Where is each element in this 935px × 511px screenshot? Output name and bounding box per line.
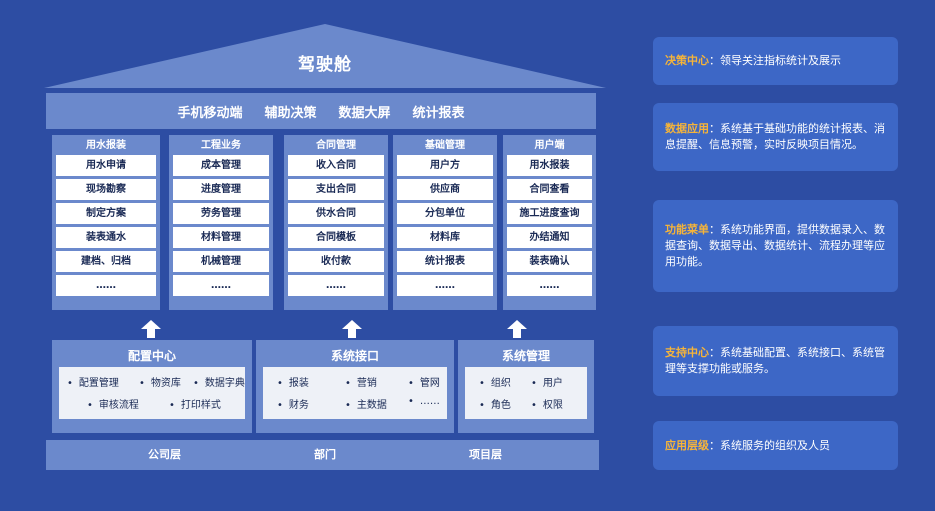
module-item[interactable]: 装表通水 [56,227,156,248]
panel-text: ：系统功能界面，提供数据录入、数据查询、数据导出、数据统计、流程办理等应用功能。 [665,223,885,268]
module-engineering: 工程业务 成本管理 进度管理 劳务管理 材料管理 机械管理 …… [169,135,273,310]
module-item[interactable]: 现场勘察 [56,179,156,200]
block-item[interactable]: 数据字典 [193,374,245,389]
block-item[interactable]: 审核流程 [87,396,139,411]
topbar-item-reports[interactable]: 统计报表 [412,105,465,121]
panel-data-application: 数据应用：系统基于基础功能的统计报表、消息提醒、信息预警，实时反映项目情况。 [653,103,898,171]
panel-text: ：系统基于基础功能的统计报表、消息提醒、信息预警，实时反映项目情况。 [665,122,885,151]
panel-application-level: 应用层级：系统服务的组织及人员 [653,421,898,470]
module-item-more[interactable]: …… [56,275,156,296]
block-title: 配置中心 [127,349,176,363]
panel-decision-center: 决策中心：领导关注指标统计及展示 [653,37,898,85]
block-item[interactable]: …… [408,396,440,407]
topbar-item-bigscreen[interactable]: 数据大屏 [338,105,391,121]
module-item[interactable]: 用水报装 [507,155,592,176]
module-item-more[interactable]: …… [288,275,384,296]
block-item[interactable]: 打印样式 [169,396,221,411]
module-item[interactable]: 收付款 [288,251,384,272]
module-item[interactable]: 成本管理 [173,155,269,176]
block-title: 系统管理 [501,349,550,363]
module-item[interactable]: 合同查看 [507,179,592,200]
module-item[interactable]: 供应商 [397,179,493,200]
module-water-install: 用水报装 用水申请 现场勘察 制定方案 装表通水 建档、归档 …… [52,135,160,310]
module-item[interactable]: 供水合同 [288,203,384,224]
panel-key: 决策中心 [665,54,709,67]
block-item[interactable]: 报装 [277,374,309,389]
base-level-bar: 公司层 部门 项目层 [46,440,599,470]
module-item[interactable]: 统计报表 [397,251,493,272]
module-item-more[interactable]: …… [397,275,493,296]
level-company[interactable]: 公司层 [148,448,181,461]
module-contract: 合同管理 收入合同 支出合同 供水合同 合同模板 收付款 …… [284,135,388,310]
block-item[interactable]: 权限 [531,396,563,411]
panel-text: ：系统基础配置、系统接口、系统管理等支撑功能或服务。 [665,346,885,375]
module-item-more[interactable]: …… [173,275,269,296]
module-item[interactable]: 装表确认 [507,251,592,272]
block-item[interactable]: 物资库 [139,374,181,389]
block-item[interactable]: 用户 [531,374,563,389]
panel-key: 数据应用 [665,122,709,135]
module-item[interactable]: 收入合同 [288,155,384,176]
roof-shape [44,24,606,88]
top-bar: 手机移动端 辅助决策 数据大屏 统计报表 [46,93,596,129]
module-title: 合同管理 [316,140,356,151]
module-item[interactable]: 机械管理 [173,251,269,272]
topbar-item-mobile[interactable]: 手机移动端 [177,105,243,121]
panel-key: 支持中心 [665,346,709,359]
module-title: 用户端 [534,140,565,151]
module-item[interactable]: 用水申请 [56,155,156,176]
block-item[interactable]: 角色 [479,396,511,411]
config-center-block: 配置中心 配置管理 物资库 数据字典 审核流程 打印样式 [52,340,252,433]
module-item[interactable]: 劳务管理 [173,203,269,224]
panel-function-menu: 功能菜单：系统功能界面，提供数据录入、数据查询、数据导出、数据统计、流程办理等应… [653,200,898,292]
module-item-more[interactable]: …… [507,275,592,296]
system-interface-block: 系统接口 报装 营销 管网 财务 主数据 …… [256,340,454,433]
block-item[interactable]: 营销 [345,374,377,389]
module-title: 基础管理 [425,140,465,151]
block-title: 系统接口 [330,349,379,363]
module-title: 用水报装 [86,140,126,151]
module-item[interactable]: 用户方 [397,155,493,176]
panel-key: 功能菜单 [665,223,709,236]
module-item[interactable]: 材料管理 [173,227,269,248]
level-department[interactable]: 部门 [314,448,336,461]
module-item[interactable]: 施工进度查询 [507,203,592,224]
module-title: 工程业务 [201,140,241,151]
module-item[interactable]: 建档、归档 [56,251,156,272]
module-item[interactable]: 材料库 [397,227,493,248]
up-arrow-icon [507,320,527,338]
panel-text: ：领导关注指标统计及展示 [709,54,841,67]
cockpit-title: 驾驶舱 [298,55,352,75]
module-item[interactable]: 合同模板 [288,227,384,248]
module-item[interactable]: 制定方案 [56,203,156,224]
module-item[interactable]: 分包单位 [397,203,493,224]
module-item[interactable]: 支出合同 [288,179,384,200]
block-items: 配置管理 物资库 数据字典 审核流程 打印样式 [59,367,245,419]
module-item[interactable]: 办结通知 [507,227,592,248]
block-item[interactable]: 配置管理 [67,374,119,389]
block-items: 报装 营销 管网 财务 主数据 …… [263,367,447,419]
block-item[interactable]: 组织 [479,374,511,389]
panel-text: ：系统服务的组织及人员 [709,438,830,452]
panel-support-center: 支持中心：系统基础配置、系统接口、系统管理等支撑功能或服务。 [653,326,898,396]
topbar-item-decision[interactable]: 辅助决策 [264,105,317,121]
up-arrow-icon [141,320,161,338]
system-management-block: 系统管理 组织 用户 角色 权限 [458,340,594,433]
block-item[interactable]: 管网 [408,374,440,389]
panel-key: 应用层级 [665,438,709,452]
block-items: 组织 用户 角色 权限 [465,367,587,419]
module-basic: 基础管理 用户方 供应商 分包单位 材料库 统计报表 …… [393,135,497,310]
module-user-end: 用户端 用水报装 合同查看 施工进度查询 办结通知 装表确认 …… [503,135,596,310]
up-arrow-icon [342,320,362,338]
block-item[interactable]: 主数据 [345,396,387,411]
block-item[interactable]: 财务 [277,396,309,411]
module-item[interactable]: 进度管理 [173,179,269,200]
level-project[interactable]: 项目层 [469,448,502,461]
